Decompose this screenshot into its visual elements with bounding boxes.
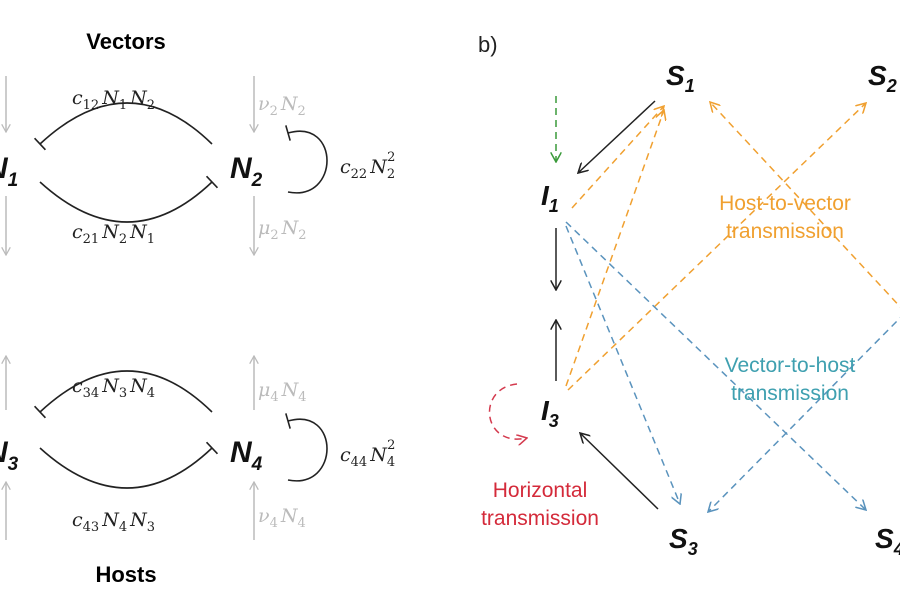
edge-i1-s4-blue [565,221,866,510]
node-n1: N1 [0,152,18,191]
node-n2: N2 [230,152,263,191]
arc-c12 [33,102,213,151]
edge-i3-s1-orange [565,110,664,387]
arc-c43 [39,441,219,489]
node-n4: N4 [230,436,263,475]
panel-b: b) S1 S2 I1 I3 S3 S4 Host-to-ve [478,32,900,559]
node-i1: I1 [541,180,559,216]
node-s2: S2 [868,60,897,96]
node-s1: S1 [666,60,695,96]
vector-to-host-arrows [565,221,900,512]
node-i3: I3 [541,395,559,431]
panel-b-label: b) [478,32,498,57]
edge-i1-s3-blue [565,225,680,504]
arc-c34 [33,370,213,419]
loop-c44 [285,413,328,482]
edge-s3-i3 [580,433,659,510]
node-n3: N3 [0,436,19,475]
hosts-title: Hosts [95,562,156,587]
edge-s1-i1 [578,100,656,173]
arc-c21 [39,175,219,223]
loop-c22 [285,125,328,194]
edge-i3-s2-orange [567,103,866,391]
node-s3: S3 [669,523,698,559]
node-s4: S4 [875,523,900,559]
edge-i1-s1-orange [571,106,664,209]
edge-i4-s3-blue [708,316,900,512]
host-to-vector-arrows [565,102,900,391]
horizontal-transmission-loop [488,383,527,439]
vectors-title: Vectors [86,29,166,54]
